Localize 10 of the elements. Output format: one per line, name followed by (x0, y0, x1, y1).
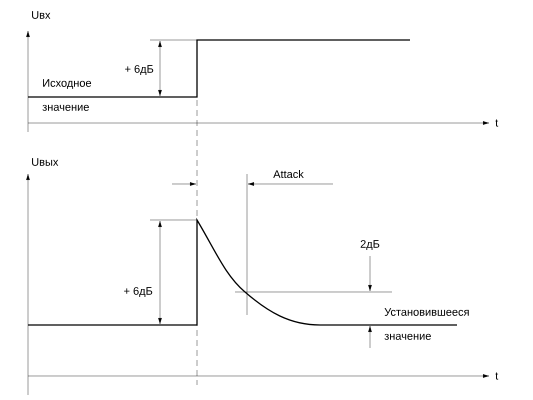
axis-label: t (495, 372, 498, 380)
axis-label: t (495, 119, 498, 127)
annotation-text: Исходное значение (42, 79, 92, 111)
axis-label: Uвх (32, 11, 50, 19)
dimension-label: 2дБ (360, 240, 380, 250)
annotation-text: Установившееся значение (384, 308, 469, 340)
axis-label: Uвых (32, 158, 58, 166)
dimension-label: + 6дБ (124, 287, 152, 297)
dimension-label: + 6дБ (125, 65, 154, 75)
dimension-label: Attack (273, 170, 304, 178)
